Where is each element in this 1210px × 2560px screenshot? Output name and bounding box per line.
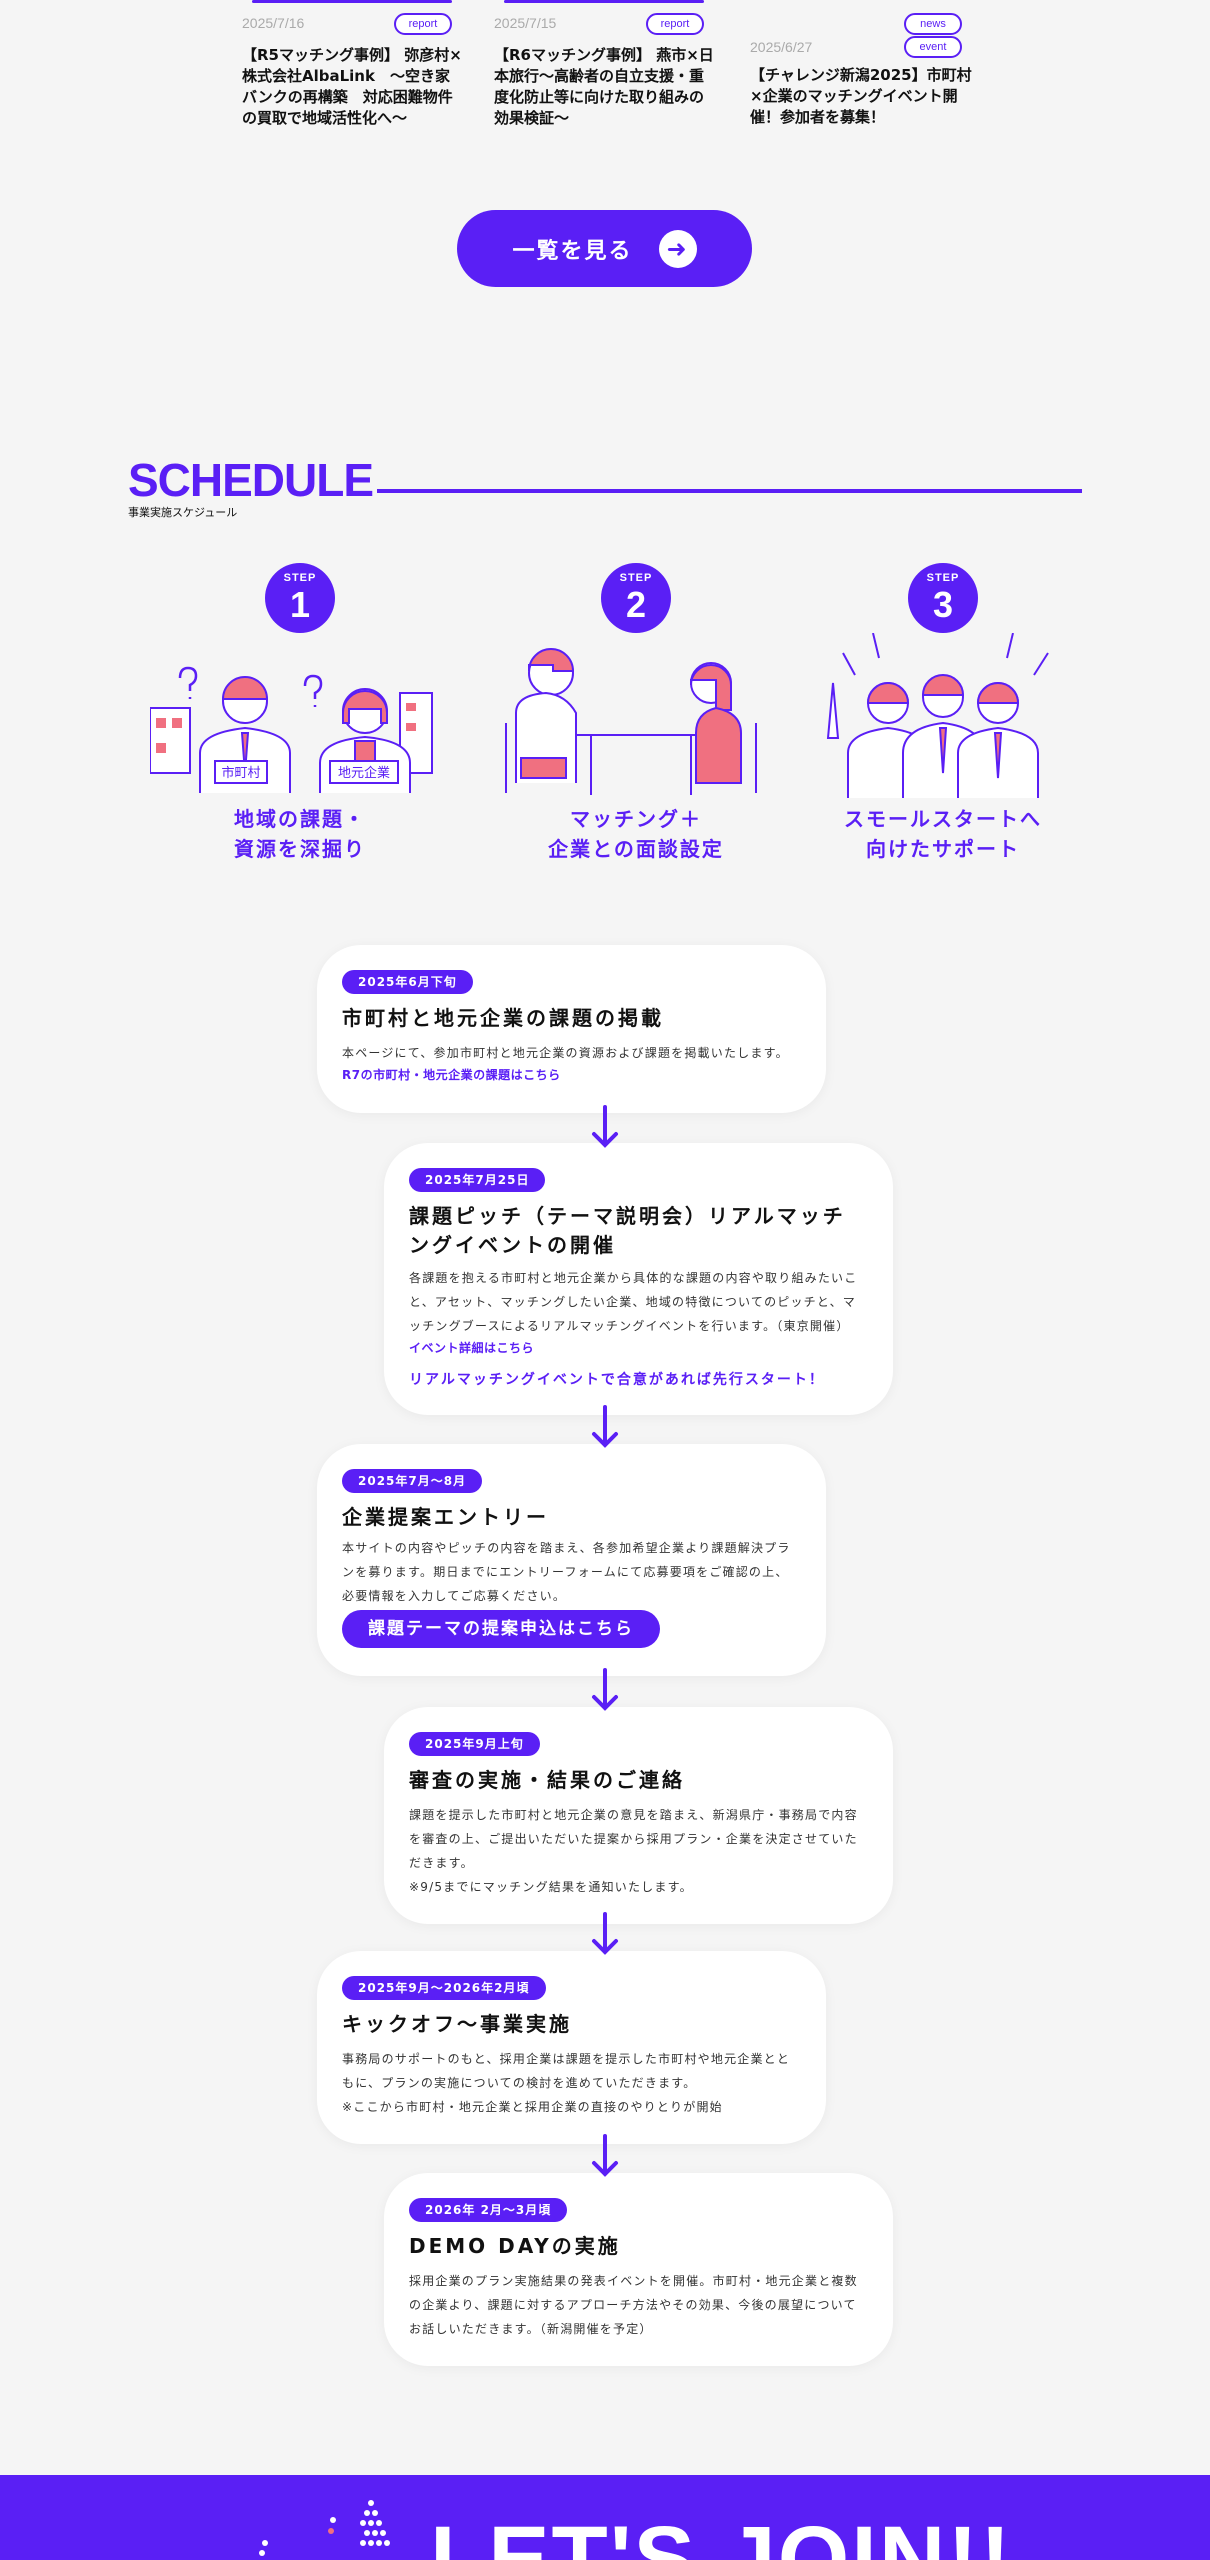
dots-decoration-icon bbox=[259, 2500, 390, 2556]
card-note: ※ここから市町村・地元企業と採用企業の直接のやりとりが開始 bbox=[342, 2100, 723, 2114]
news-tag[interactable]: report bbox=[646, 13, 704, 35]
card-title: 課題ピッチ（テーマ説明会）リアルマッチングイベントの開催 bbox=[409, 1204, 846, 1257]
arrow-down-icon bbox=[592, 1405, 618, 1448]
card-body: 事務局のサポートのもと、採用企業は課題を提示した市町村や地元企業とともに、プラン… bbox=[342, 2052, 791, 2090]
consulting-people-illustration: 市町村 地元企業 bbox=[150, 666, 433, 793]
title-rule bbox=[377, 489, 1082, 493]
join-title: LET'S JOIN!! bbox=[430, 2508, 1013, 2560]
timeline-card: 2025年9月上旬 審査の実施・結果のご連絡 課題を提示した市町村と地元企業の意… bbox=[384, 1707, 893, 1924]
news-title[interactable]: 【チャレンジ新潟2025】市町村×企業のマッチングイベント開催！参加者を募集！ bbox=[750, 66, 972, 126]
arrow-down-icon bbox=[592, 2134, 618, 2177]
date-badge: 2025年9月～2026年2月頃 bbox=[342, 1976, 546, 2000]
date-badge: 2025年7月25日 bbox=[409, 1168, 546, 1192]
timeline-card: 2025年6月下旬 市町村と地元企業の課題の掲載 本ページにて、参加市町村と地元… bbox=[317, 945, 826, 1113]
section-subtitle: 事業実施スケジュール bbox=[128, 506, 238, 519]
news-card[interactable]: 2025/7/16 report 【R5マッチング事例】 弥彦村×株式会社Alb… bbox=[240, 0, 462, 127]
card-title: 審査の実施・結果のご連絡 bbox=[409, 1768, 685, 1792]
news-tag[interactable]: report bbox=[394, 13, 452, 35]
news-tag[interactable]: event bbox=[904, 36, 962, 58]
proposal-apply-button[interactable]: 課題テーマの提案申込はこちら bbox=[342, 1610, 660, 1648]
arrow-down-icon bbox=[592, 1912, 618, 1955]
card-image-edge bbox=[504, 0, 704, 3]
arrow-right-icon: ➜ bbox=[658, 229, 697, 268]
card-body: 本サイトの内容やピッチの内容を踏まえ、各参加希望企業より課題解決プランを募ります… bbox=[342, 1541, 791, 1603]
card-body: 採用企業のプラン実施結果の発表イベントを開催。市町村・地元企業と複数の企業より、… bbox=[409, 2274, 858, 2336]
arrow-down-icon bbox=[592, 1105, 618, 1148]
timeline-card: 2025年7月～8月 企業提案エントリー 本サイトの内容やピッチの内容を踏まえ、… bbox=[317, 1444, 826, 1676]
highlight-text: リアルマッチングイベントで合意があれば先行スタート！ bbox=[409, 1372, 825, 1388]
date-badge: 2025年6月下旬 bbox=[342, 970, 473, 994]
news-title[interactable]: 【R6マッチング事例】 燕市×日本旅行～高齢者の自立支援・重度化防止等に向けた取… bbox=[494, 46, 714, 127]
card-note: ※9/5までにマッチング結果を通知いたします。 bbox=[409, 1880, 693, 1894]
arrow-down-icon bbox=[592, 1668, 618, 1711]
card-title: 企業提案エントリー bbox=[342, 1505, 549, 1529]
news-date: 2025/6/27 bbox=[750, 39, 813, 55]
step-caption: 地域の課題・資源を深掘り bbox=[234, 807, 366, 861]
join-banner: LET'S JOIN!! bbox=[0, 2475, 1210, 2560]
step-caption: スモールスタートへ向けたサポート bbox=[844, 807, 1042, 861]
section-title: SCHEDULE bbox=[128, 454, 374, 506]
date-badge: 2025年7月～8月 bbox=[342, 1469, 483, 1493]
step-caption: マッチング＋企業との面談設定 bbox=[548, 807, 724, 861]
news-date: 2025/7/16 bbox=[242, 15, 305, 31]
news-card[interactable]: 2025/7/15 report 【R6マッチング事例】 燕市×日本旅行～高齢者… bbox=[492, 0, 714, 127]
team-cheer-illustration bbox=[826, 633, 1049, 798]
card-body: 課題を提示した市町村と地元企業の意見を踏まえ、新潟県庁・事務局で内容を審査の上、… bbox=[409, 1808, 858, 1870]
sign-label: 地元企業 bbox=[338, 765, 390, 781]
date-badge: 2025年9月上旬 bbox=[409, 1732, 540, 1756]
meeting-illustration bbox=[505, 648, 757, 795]
news-date: 2025/7/15 bbox=[494, 15, 557, 31]
issues-link[interactable]: R7の市町村・地元企業の課題はこちら bbox=[342, 1068, 561, 1082]
card-body: 各課題を抱える市町村と地元企業から具体的な課題の内容や取り組みたいこと、アセット… bbox=[409, 1271, 858, 1333]
date-badge: 2026年 2月～3月頃 bbox=[409, 2198, 568, 2222]
card-body: 本ページにて、参加市町村と地元企業の資源および課題を掲載いたします。 bbox=[342, 1046, 789, 1060]
event-detail-link[interactable]: イベント詳細はこちら bbox=[409, 1341, 535, 1355]
card-image-edge bbox=[252, 0, 452, 3]
sign-label: 市町村 bbox=[221, 765, 260, 781]
timeline-card: 2025年9月～2026年2月頃 キックオフ～事業実施 事務局のサポートのもと、… bbox=[317, 1951, 826, 2144]
card-title: キックオフ～事業実施 bbox=[342, 2012, 572, 2036]
view-all-label: 一覧を見る bbox=[512, 238, 633, 264]
card-title: DEMO DAYの実施 bbox=[409, 2234, 621, 2258]
card-title: 市町村と地元企業の課題の掲載 bbox=[342, 1006, 664, 1030]
news-title[interactable]: 【R5マッチング事例】 弥彦村×株式会社AlbaLink ～空き家バンクの再構築… bbox=[242, 46, 462, 127]
timeline-card: 2026年 2月～3月頃 DEMO DAYの実施 採用企業のプラン実施結果の発表… bbox=[384, 2173, 893, 2366]
news-tag[interactable]: news bbox=[904, 13, 962, 35]
view-all-button[interactable]: 一覧を見る ➜ bbox=[457, 210, 752, 287]
timeline-card: 2025年7月25日 課題ピッチ（テーマ説明会）リアルマッチングイベントの開催 … bbox=[384, 1143, 893, 1415]
